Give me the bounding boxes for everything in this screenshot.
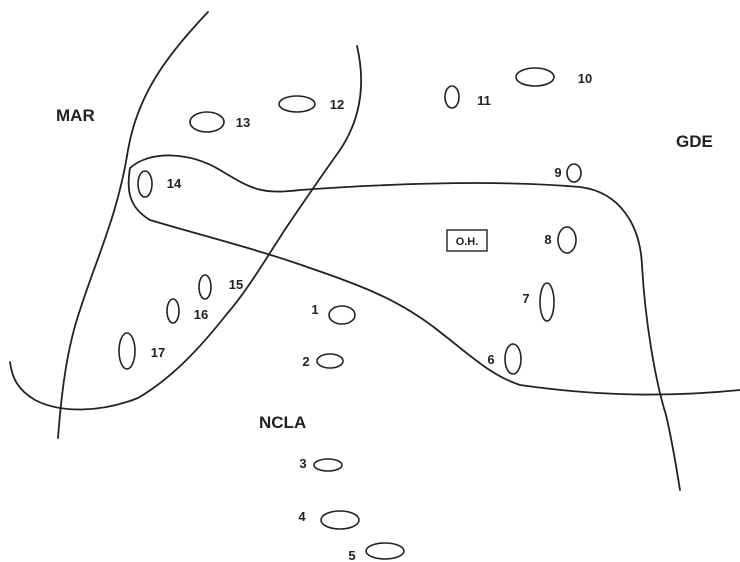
site-mark-11 bbox=[444, 85, 460, 109]
site-mark-10 bbox=[515, 67, 555, 87]
site-number-9: 9 bbox=[554, 165, 561, 180]
site-mark-2 bbox=[316, 353, 344, 369]
site-number-7: 7 bbox=[522, 291, 529, 306]
site-mark-8 bbox=[557, 226, 577, 254]
gde-boundary-curve bbox=[129, 154, 681, 491]
region-label-mar: MAR bbox=[56, 106, 95, 125]
site-10: 10 bbox=[515, 67, 592, 87]
site-11: 11 bbox=[444, 85, 491, 109]
site-number-1: 1 bbox=[311, 302, 318, 317]
mar-boundary-left-curve bbox=[57, 11, 209, 439]
site-9: 9 bbox=[554, 163, 582, 183]
site-13: 13 bbox=[189, 111, 250, 133]
site-7: 7 bbox=[522, 282, 555, 322]
mar-boundary-right-curve bbox=[9, 45, 362, 411]
site-5: 5 bbox=[348, 542, 405, 562]
site-8: 8 bbox=[544, 226, 577, 254]
site-mark-16 bbox=[166, 298, 180, 324]
site-mark-6 bbox=[504, 343, 522, 375]
site-mark-7 bbox=[539, 282, 555, 322]
site-mark-14 bbox=[137, 170, 153, 198]
site-17: 17 bbox=[118, 332, 165, 370]
oh-label: O.H. bbox=[456, 236, 479, 248]
site-number-16: 16 bbox=[194, 307, 208, 322]
site-number-3: 3 bbox=[299, 456, 306, 471]
site-16: 16 bbox=[166, 298, 208, 324]
oh-box bbox=[446, 229, 488, 252]
site-12: 12 bbox=[278, 95, 344, 113]
site-mark-4 bbox=[320, 510, 360, 530]
site-number-17: 17 bbox=[151, 345, 165, 360]
site-mark-15 bbox=[198, 274, 212, 300]
site-number-12: 12 bbox=[330, 97, 344, 112]
site-number-11: 11 bbox=[477, 93, 491, 108]
site-number-5: 5 bbox=[348, 548, 355, 562]
oh-marker: O.H. bbox=[446, 229, 488, 252]
site-1: 1 bbox=[311, 302, 356, 325]
site-4: 4 bbox=[298, 509, 360, 530]
site-mark-5 bbox=[365, 542, 405, 560]
region-label-gde: GDE bbox=[676, 132, 713, 151]
site-3: 3 bbox=[299, 456, 343, 472]
site-14: 14 bbox=[137, 170, 182, 198]
site-mark-13 bbox=[189, 111, 225, 133]
site-number-13: 13 bbox=[236, 115, 250, 130]
site-15: 15 bbox=[198, 274, 243, 300]
site-mark-12 bbox=[278, 95, 316, 113]
site-number-8: 8 bbox=[544, 232, 551, 247]
site-mark-1 bbox=[328, 305, 356, 325]
site-number-2: 2 bbox=[302, 354, 309, 369]
site-number-4: 4 bbox=[298, 509, 306, 524]
site-mark-17 bbox=[118, 332, 136, 370]
ncla-boundary-curve bbox=[127, 167, 740, 396]
site-6: 6 bbox=[487, 343, 522, 375]
site-number-14: 14 bbox=[167, 176, 182, 191]
site-number-10: 10 bbox=[578, 71, 592, 86]
site-number-6: 6 bbox=[487, 352, 494, 367]
site-number-15: 15 bbox=[229, 277, 243, 292]
site-mark-3 bbox=[313, 458, 343, 472]
region-label-ncla: NCLA bbox=[259, 413, 306, 432]
site-2: 2 bbox=[302, 353, 344, 369]
site-mark-9 bbox=[566, 163, 582, 183]
